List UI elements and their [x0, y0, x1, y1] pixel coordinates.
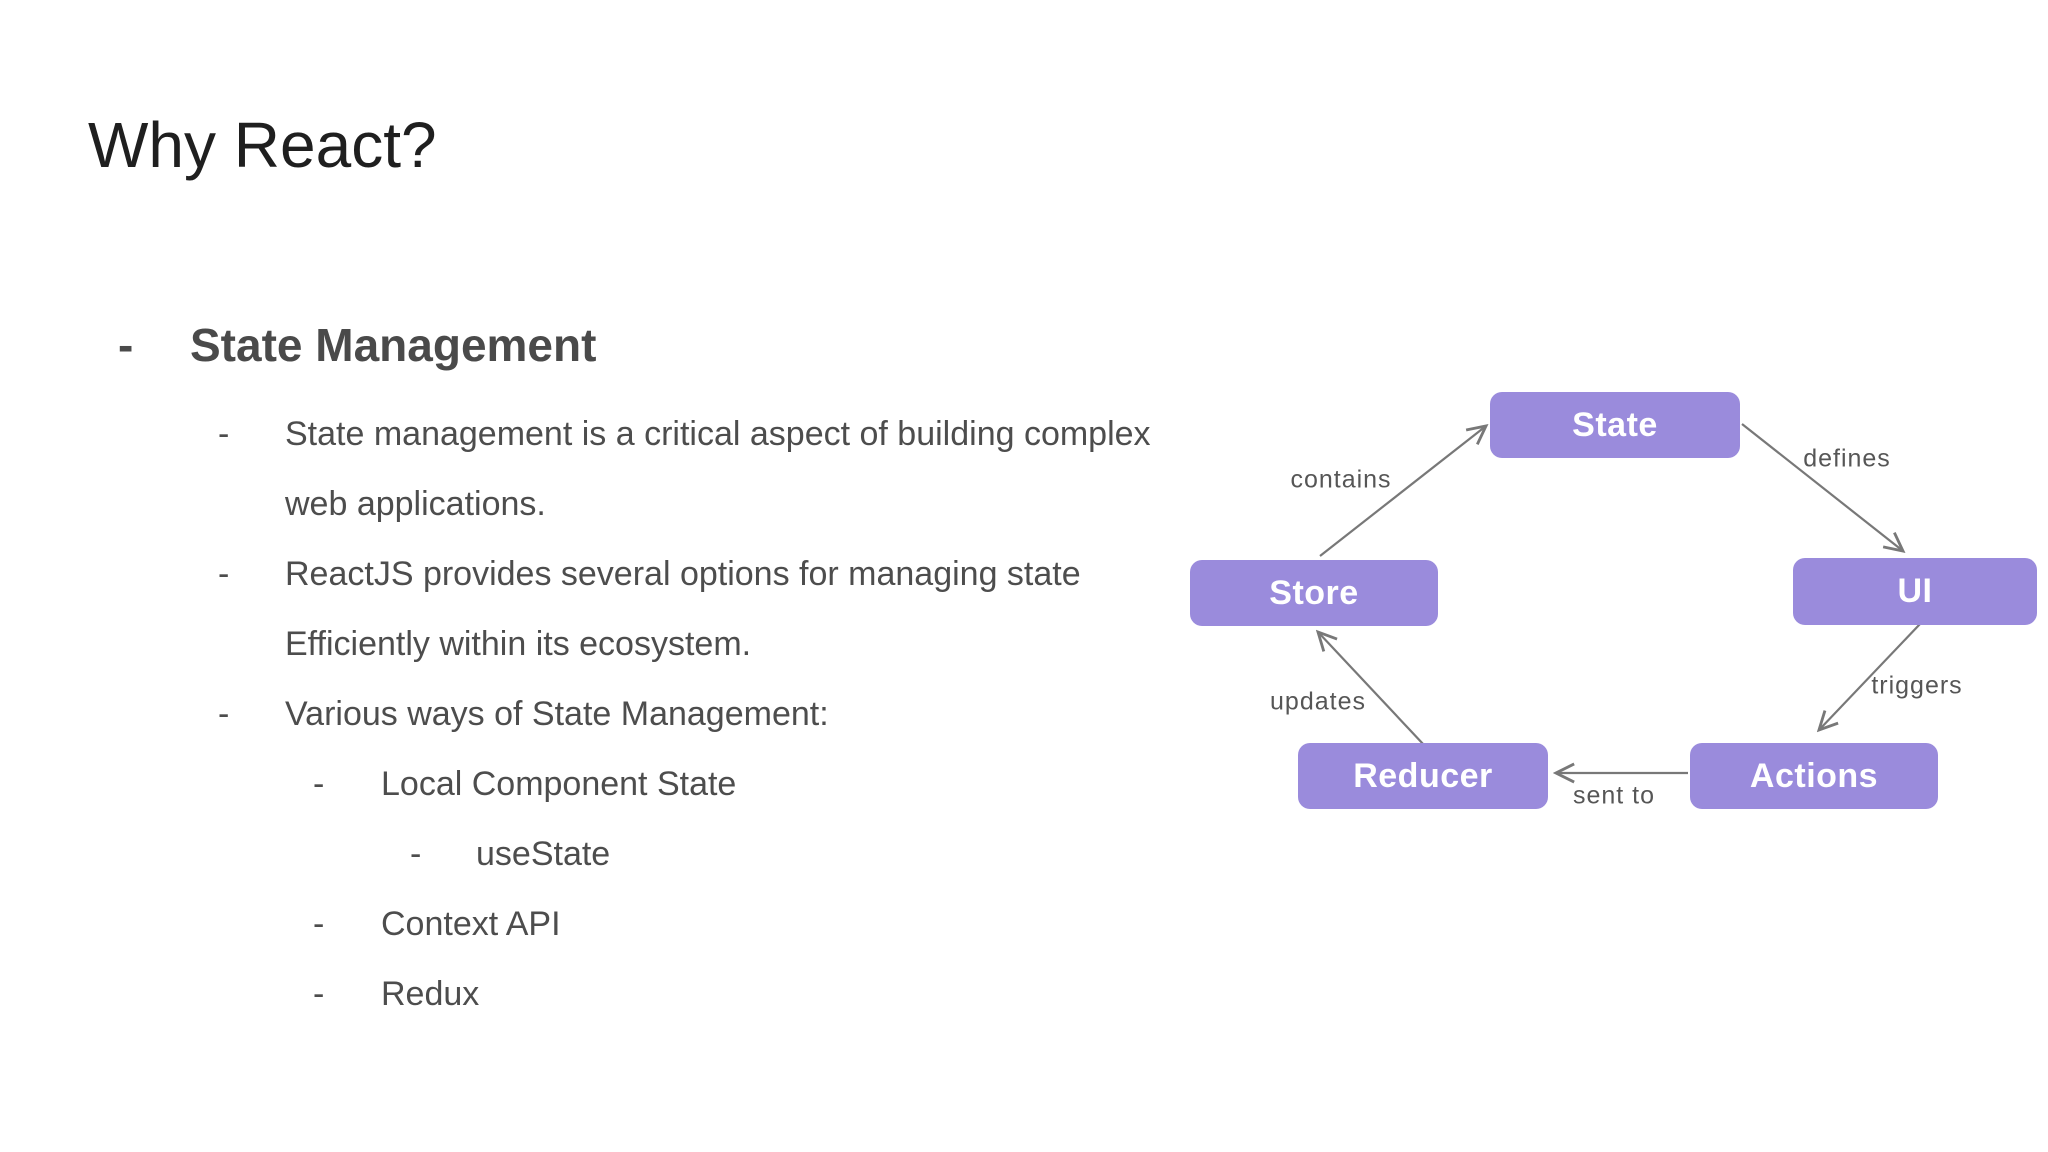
bullet-item: - Context API	[313, 889, 561, 959]
bullet-item: - State management is a critical aspect o…	[218, 399, 1151, 469]
diagram-node-actions: Actions	[1690, 743, 1938, 809]
edge-label-ui-actions: triggers	[1871, 671, 1963, 700]
bullet-item: Efficiently within its ecosystem.	[218, 609, 751, 679]
bullet-item: - Redux	[313, 959, 479, 1029]
bullet-item: - Local Component State	[313, 749, 736, 819]
bullet-dash: -	[313, 904, 325, 943]
bullet-text: Various ways of State Management:	[285, 694, 829, 733]
edge-label-actions-reducer: sent to	[1572, 781, 1656, 810]
bullet-item: web applications.	[218, 469, 546, 539]
bullet-item: - ReactJS provides several options for ma…	[218, 539, 1081, 609]
edge-arrow-state-ui	[1741, 423, 1903, 551]
bullet-item: - Various ways of State Management:	[218, 679, 829, 749]
diagram-node-state: State	[1490, 392, 1740, 458]
diagram-node-reducer: Reducer	[1298, 743, 1548, 809]
bullet-dash: -	[218, 414, 230, 453]
bullet-dash: -	[218, 694, 230, 733]
bullet-text: Context API	[381, 904, 561, 943]
bullet-text: Efficiently within its ecosystem.	[285, 624, 752, 663]
slide-title: Why React?	[88, 109, 437, 181]
diagram-node-ui: UI	[1793, 558, 2037, 625]
bullet-dash: -	[313, 974, 325, 1013]
bullet-dash: -	[118, 319, 134, 371]
bullet-text: useState	[476, 834, 611, 873]
bullet-text: State management is a critical aspect of…	[285, 414, 1151, 453]
bullet-heading: - State Management	[118, 310, 596, 380]
bullet-text: ReactJS provides several options for man…	[285, 554, 1081, 593]
edge-label-state-ui: defines	[1803, 444, 1891, 473]
bullet-dash: -	[218, 554, 230, 593]
bullet-text: web applications.	[285, 484, 546, 523]
bullet-text: Redux	[381, 974, 480, 1013]
bullet-text: State Management	[190, 319, 597, 371]
edge-label-reducer-store: updates	[1270, 687, 1366, 716]
bullet-dash: -	[313, 764, 325, 803]
bullet-item: - useState	[410, 819, 610, 889]
bullet-dash: -	[410, 834, 422, 873]
bullet-text: Local Component State	[381, 764, 737, 803]
diagram-node-store: Store	[1190, 560, 1438, 626]
edge-label-store-state: contains	[1290, 465, 1392, 494]
